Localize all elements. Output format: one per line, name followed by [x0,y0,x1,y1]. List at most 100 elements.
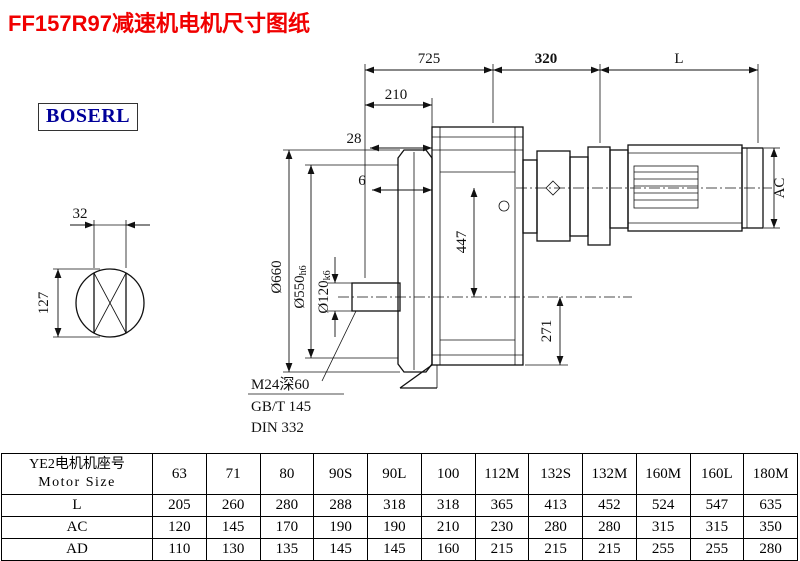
dim-L-label: L [674,51,683,67]
value-cell: 280 [528,516,583,539]
value-cell: 170 [259,516,315,539]
gearbox-detail-lines [432,127,523,365]
extension-lines [283,64,780,373]
hollow-shaft [351,282,401,312]
size-col: 90S [313,453,368,495]
main-view [338,126,772,389]
value-cell: 145 [313,538,368,561]
dim-AC-label: AC [772,178,788,199]
mounting-flange [397,149,433,373]
dim-32-label: 32 [73,206,88,222]
value-cell: 130 [205,538,261,561]
size-col: 180M [743,453,798,495]
standard-din: DIN 332 [251,420,304,436]
row-label: AC [1,516,153,539]
value-cell: 215 [528,538,583,561]
table-row-AC: AC 120 145 170 190 190 210 230 280 280 3… [1,516,798,539]
size-col: 160L [689,453,745,495]
dim-6-label: 6 [358,173,366,189]
row-label: AD [1,538,153,561]
dimension-lines [285,66,778,372]
thread-callout: M24深60 GB/T 145 DIN 332 [248,310,357,436]
value-cell: 318 [420,494,476,517]
value-cell: 145 [367,538,422,561]
table-header-row: YE2电机机座号 Motor Size 63 71 80 90S 90L 100… [1,453,798,495]
gearbox-housing [431,126,524,366]
motor-fan-cowl [741,147,764,229]
value-cell: 315 [635,516,691,539]
value-cell: 350 [743,516,798,539]
value-cell: 280 [743,538,798,561]
value-cell: 413 [528,494,583,517]
size-col: 71 [205,453,261,495]
motor-size-header-cn: YE2电机机座号 [29,456,125,472]
value-cell: 145 [205,516,261,539]
value-cell: 280 [259,494,315,517]
dim-28-label: 28 [347,131,362,147]
dim-725-label: 725 [418,51,441,67]
thread-spec: M24深60 [251,376,309,393]
motor [609,144,764,232]
row-label: L [1,494,153,517]
table-header-cell: YE2电机机座号 Motor Size [1,453,153,495]
size-col: 90L [367,453,422,495]
dim-120-label: Ø120k6 [316,270,333,313]
page-title: FF157R97减速机电机尺寸图纸 [8,11,310,36]
value-cell: 635 [743,494,798,517]
input-shaft-marker [545,180,561,196]
value-cell: 255 [689,538,745,561]
table-row-AD: AD 110 130 135 145 145 160 215 215 215 2… [1,538,798,561]
value-cell: 547 [689,494,745,517]
value-cell: 190 [367,516,422,539]
motor-size-table: YE2电机机座号 Motor Size 63 71 80 90S 90L 100… [1,453,798,561]
left-view: 32 127 [36,206,150,338]
size-col: 132M [582,453,637,495]
table-row-L: L 205 260 280 288 318 318 365 413 452 52… [1,494,798,517]
value-cell: 365 [474,494,530,517]
boserl-logo: BOSERL [38,103,139,131]
dimension-127: 127 [36,268,100,338]
motor-flange [609,149,629,229]
input-housing [522,146,611,246]
size-col: 112M [474,453,530,495]
dim-447-label: 447 [454,230,470,253]
value-cell: 110 [152,538,207,561]
value-cell: 524 [635,494,691,517]
value-cell: 215 [474,538,530,561]
value-cell: 452 [582,494,637,517]
size-col: 63 [152,453,207,495]
motor-stator-hatch [633,165,699,209]
value-cell: 160 [420,538,476,561]
value-cell: 215 [582,538,637,561]
standard-gbt: GB/T 145 [251,399,311,415]
dim-127-label: 127 [36,291,52,314]
value-cell: 318 [367,494,422,517]
dimension-32: 32 [70,206,150,268]
gearbox-foot [399,364,438,389]
value-cell: 260 [205,494,261,517]
size-col: 160M [635,453,691,495]
value-cell: 210 [420,516,476,539]
value-cell: 288 [313,494,368,517]
size-col: 100 [420,453,476,495]
dim-660-label: Ø660 [269,260,285,293]
shaft-end-circle [75,268,145,338]
dim-550-label: Ø550h6 [292,265,309,308]
size-col: 132S [528,453,583,495]
value-cell: 120 [152,516,207,539]
dimension-labels: 725 320 L 210 28 6 AC 447 271 Ø660 Ø550h… [269,51,788,342]
value-cell: 280 [582,516,637,539]
technical-drawing: 32 127 [36,51,788,436]
value-cell: 135 [259,538,315,561]
value-cell: 230 [474,516,530,539]
value-cell: 315 [689,516,745,539]
dim-210-label: 210 [385,87,408,103]
value-cell: 205 [152,494,207,517]
shaft-end-keyway-lines [93,272,127,334]
size-col: 80 [259,453,315,495]
value-cell: 255 [635,538,691,561]
dim-271-label: 271 [539,320,555,343]
value-cell: 190 [313,516,368,539]
motor-size-header-en: Motor Size [38,475,116,490]
dim-320-label: 320 [535,51,558,67]
